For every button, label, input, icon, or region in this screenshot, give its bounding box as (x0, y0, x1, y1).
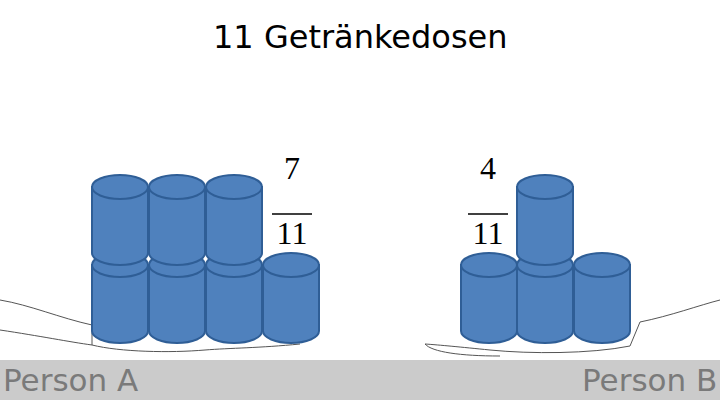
drink-can (263, 253, 319, 343)
fraction-bar (272, 213, 312, 215)
fraction-number: 4 (458, 150, 518, 187)
ground-band: Person A Person B (0, 360, 720, 400)
fraction-number: 11 (262, 215, 322, 252)
title: 11 Getränkedosen (213, 18, 508, 56)
drink-can (206, 253, 262, 343)
drink-can (92, 253, 148, 343)
drink-can (517, 253, 573, 343)
drink-can (149, 175, 205, 265)
drink-can (517, 175, 573, 265)
drink-can (206, 175, 262, 265)
drink-can (461, 253, 517, 343)
person-label: Person A (3, 360, 138, 400)
drink-can (574, 253, 630, 343)
drink-can (92, 175, 148, 265)
fraction-number: 7 (262, 150, 322, 187)
person-label: Person B (582, 360, 717, 400)
fraction-bar (468, 213, 508, 215)
drink-can (149, 253, 205, 343)
fraction-number: 11 (458, 215, 518, 252)
